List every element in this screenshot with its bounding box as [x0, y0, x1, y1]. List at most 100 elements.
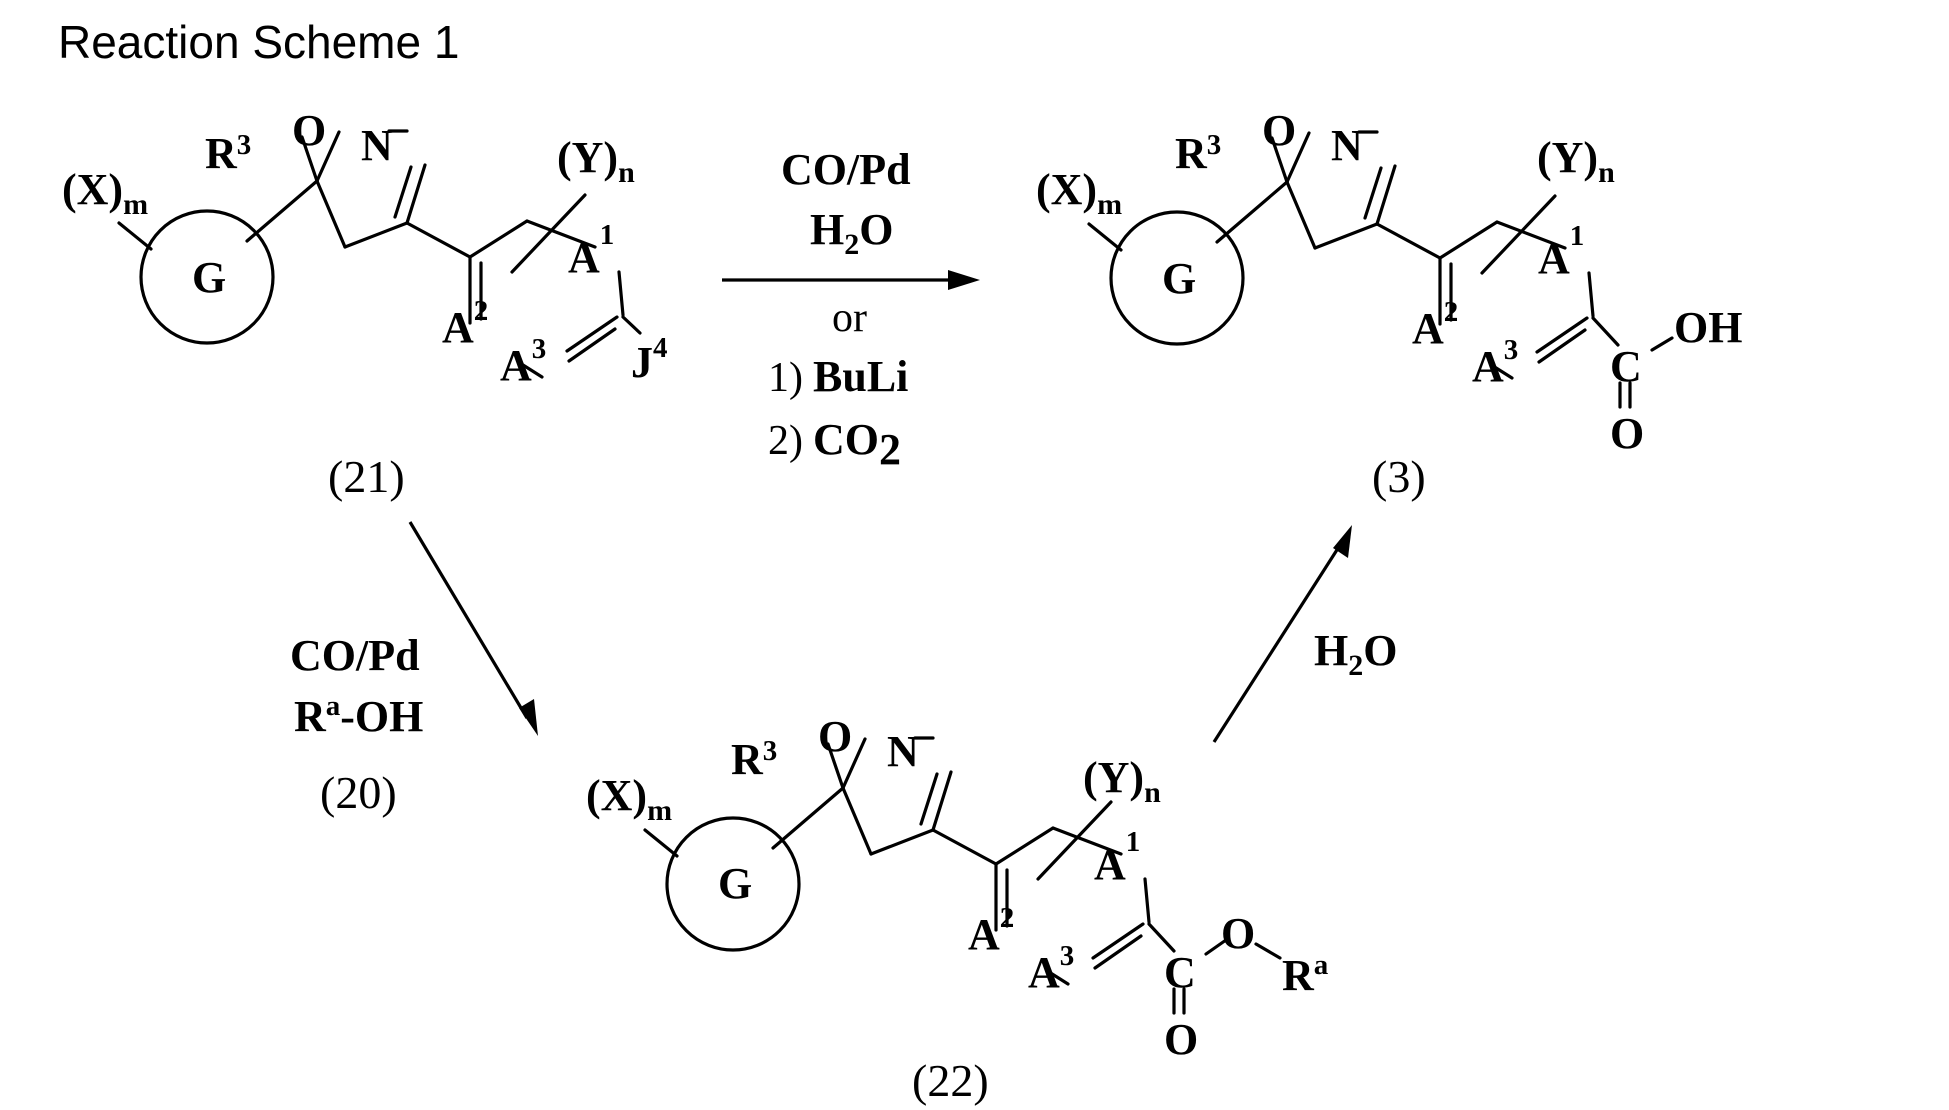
y-22-sub: n	[1144, 776, 1161, 809]
atom-O-22: O	[818, 712, 852, 761]
j-21-main: J	[631, 338, 653, 387]
atom-O-carbonyl-3: O	[1610, 409, 1644, 458]
a1-21-main: A	[568, 233, 600, 282]
r-21-sup: 3	[237, 129, 252, 161]
reagent-top-step2-sub: 2	[879, 425, 901, 474]
atom-OH-3: OH	[1674, 303, 1742, 352]
a1-3-sup: 1	[1570, 220, 1585, 252]
x-22-sub: m	[647, 794, 672, 827]
a2-21-main: A	[442, 303, 474, 352]
bond-c-22	[1149, 924, 1174, 951]
atom-G-21: G	[192, 253, 226, 302]
atom-G-3: G	[1162, 254, 1196, 303]
y-21-sub: n	[618, 156, 635, 189]
compound-3-structure: (X)m R3 O N G (Y)n A1 A2 A3 C OH O	[1036, 106, 1742, 458]
atom-N-3: N	[1331, 121, 1363, 170]
reagent-top-step2: 2)CO2	[768, 415, 901, 474]
a2-22-sup: 2	[1000, 902, 1015, 934]
atom-A3-22: A3	[1028, 940, 1074, 997]
atom-A2-21: A2	[442, 295, 488, 352]
atom-C-3: C	[1610, 342, 1642, 391]
x-22-main: (X)	[586, 771, 647, 820]
atom-J4-21: J4	[631, 332, 668, 387]
a3-21-sup: 3	[532, 333, 547, 365]
r-3-main: R	[1175, 129, 1208, 178]
reagent-top-step2-bold: CO	[813, 415, 879, 464]
reagent-top-co-pd: CO/Pd	[781, 145, 911, 194]
compound-21-label: (21)	[328, 451, 405, 502]
atom-A3-3: A3	[1472, 334, 1518, 391]
atom-O-carbonyl-22: O	[1164, 1015, 1198, 1064]
atom-X-22: (X)m	[586, 771, 672, 827]
atom-O-21: O	[292, 106, 326, 155]
reagent-left-20: (20)	[320, 767, 397, 818]
a3-22-main: A	[1028, 948, 1060, 997]
y-21-main: (Y)	[557, 133, 618, 182]
a2-3-sup: 2	[1444, 296, 1459, 328]
atom-A3-21: A3	[500, 333, 546, 390]
reagent-top-or: or	[832, 295, 867, 341]
r-22-main: R	[731, 735, 764, 784]
compound-21-structure: (X)m R3 O N G (Y)n A1 A2 A3 J4	[62, 106, 668, 390]
atom-A1-21: A1	[568, 219, 614, 282]
a3-3-main: A	[1472, 342, 1504, 391]
atom-Ra-22: Ra	[1282, 949, 1329, 1000]
a1-3-main: A	[1538, 234, 1570, 283]
atom-A1-22: A1	[1094, 826, 1140, 889]
bond-J4	[623, 317, 640, 333]
y-22-main: (Y)	[1083, 753, 1144, 802]
atom-Y-3: (Y)n	[1537, 133, 1615, 189]
atom-X-21: (X)m	[62, 165, 148, 221]
atom-A1-3: A1	[1538, 220, 1584, 283]
atom-O-ester-22: O	[1221, 909, 1255, 958]
reagent-right-h2o: H2O	[1314, 626, 1397, 682]
reagent-right-h2o-main: H	[1314, 626, 1348, 675]
r-22-sup: 3	[763, 735, 778, 767]
reagent-top-h2o-main: H	[810, 205, 844, 254]
bond-ora-22	[1256, 944, 1280, 958]
a2-22-main: A	[968, 910, 1000, 959]
reagent-right-h2o-sub: 2	[1348, 649, 1363, 682]
reagent-top-h2o-end: O	[859, 205, 893, 254]
a2-21-sup: 2	[474, 295, 489, 327]
arrow-top	[722, 270, 980, 290]
a1-22-sup: 1	[1126, 826, 1141, 858]
a1-21-sup: 1	[600, 219, 615, 251]
reagent-right-h2o-end: O	[1363, 626, 1397, 675]
y-3-main: (Y)	[1537, 133, 1598, 182]
atom-X-3: (X)m	[1036, 165, 1122, 221]
a1-22-main: A	[1094, 840, 1126, 889]
arrow-left	[410, 522, 538, 736]
reagent-top-step1-num: 1)	[768, 355, 803, 401]
j-21-sup: 4	[653, 332, 668, 364]
bond-oh-3	[1652, 338, 1672, 350]
atom-C-22: C	[1164, 948, 1196, 997]
atom-R3-3: R3	[1175, 129, 1221, 178]
reagent-top-step1: 1)BuLi	[768, 352, 908, 401]
ra-22-sup: a	[1314, 949, 1329, 981]
reagent-left-raoh-end: -OH	[340, 692, 423, 741]
atom-Y-21: (Y)n	[557, 133, 635, 189]
a3-3-sup: 3	[1504, 334, 1519, 366]
atom-A2-22: A2	[968, 902, 1014, 959]
compound-3-label: (3)	[1372, 451, 1426, 502]
x-3-sub: m	[1097, 188, 1122, 221]
atom-R3-22: R3	[731, 735, 777, 784]
atom-G-22: G	[718, 859, 752, 908]
a3-22-sup: 3	[1060, 940, 1075, 972]
atom-R3-21: R3	[205, 129, 251, 178]
a2-3-main: A	[1412, 304, 1444, 353]
reagent-top-h2o-sub: 2	[844, 228, 859, 261]
reagent-top-step2-num: 2)	[768, 418, 803, 464]
r-3-sup: 3	[1207, 129, 1222, 161]
atom-Y-22: (Y)n	[1083, 753, 1161, 809]
x-21-sub: m	[123, 188, 148, 221]
reagent-left-co-pd: CO/Pd	[290, 631, 420, 680]
atom-N-22: N	[887, 727, 919, 776]
atom-N-21: N	[361, 121, 393, 170]
reagent-left-raoh-main: R	[294, 692, 327, 741]
atom-A2-3: A2	[1412, 296, 1458, 353]
x-3-main: (X)	[1036, 165, 1097, 214]
y-3-sub: n	[1598, 156, 1615, 189]
